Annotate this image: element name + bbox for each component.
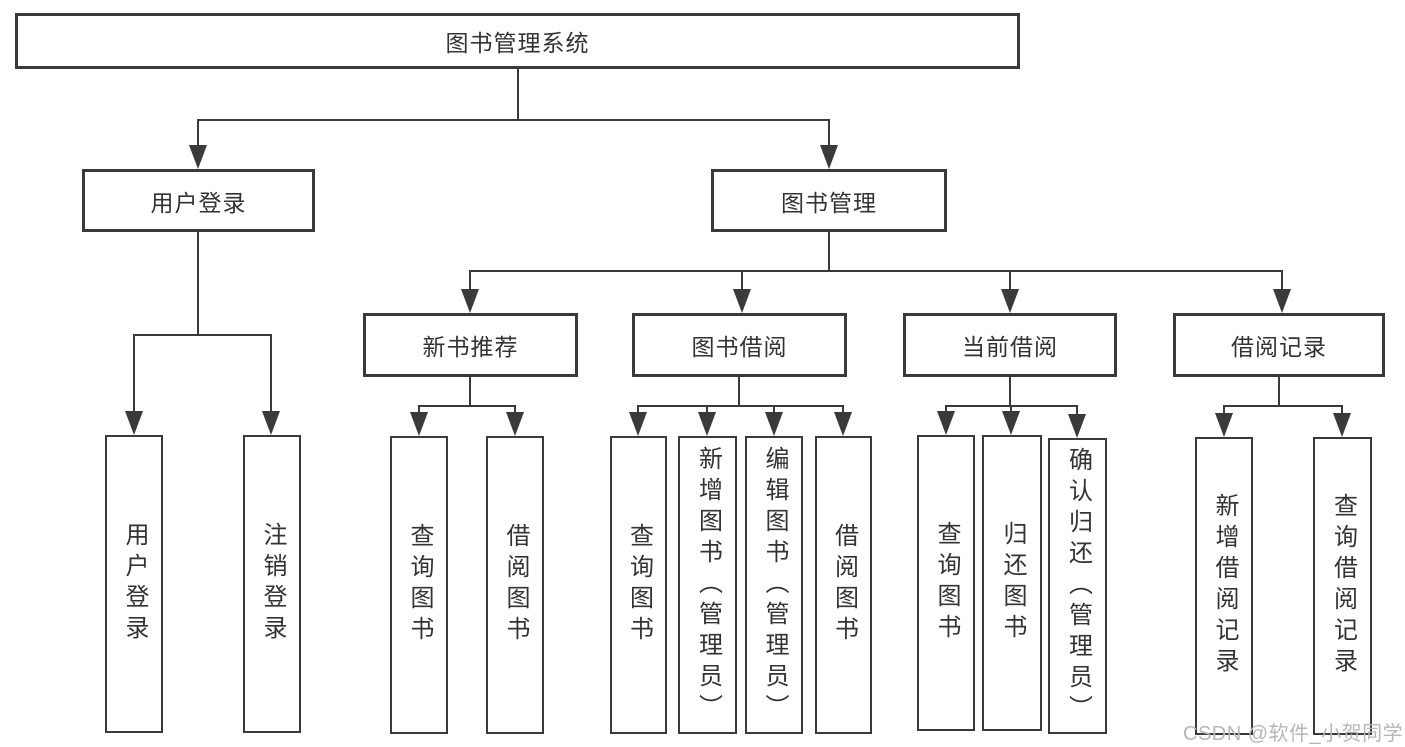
leaf-label: 查询图书 (625, 523, 653, 647)
connector-user-login-hbar (133, 334, 272, 336)
leaf-label: 查询借阅记录 (1329, 493, 1357, 679)
connector-drop-book-management (828, 119, 830, 159)
connector-root-hbar (197, 119, 830, 121)
leaf-query-books-recommend: 查询图书 (390, 436, 448, 734)
leaf-label: 用户登录 (121, 522, 148, 646)
arrow-down-icon (262, 411, 280, 435)
connector-new-book-hbar (418, 405, 516, 407)
node-label: 图书借阅 (691, 334, 788, 360)
leaf-query-books-current: 查询图书 (917, 435, 975, 731)
arrow-down-icon (1215, 413, 1233, 437)
node-label: 图书管理 (781, 189, 877, 216)
node-label: 当前借阅 (962, 334, 1058, 360)
leaf-user-login: 用户登录 (105, 435, 163, 733)
leaf-label: 借阅图书 (502, 523, 529, 647)
connector-drop-leaf-user-login (133, 334, 135, 426)
connector-record-hbar (1223, 405, 1342, 407)
leaf-label: 新增图书（管理员） (694, 445, 722, 725)
arrow-down-icon (1001, 289, 1019, 313)
arrow-down-icon (629, 412, 647, 436)
connector-drop-user-login (197, 119, 199, 159)
node-current-borrow: 当前借阅 (903, 313, 1117, 377)
connector-book-borrow-hbar (637, 405, 843, 407)
arrow-down-icon (125, 411, 143, 435)
arrow-down-icon (937, 411, 955, 435)
connector-user-login-stem (197, 232, 199, 336)
arrow-down-icon (189, 145, 207, 169)
leaf-query-borrow-record: 查询借阅记录 (1313, 437, 1372, 735)
arrow-down-icon (1068, 414, 1086, 438)
node-new-book-recommend: 新书推荐 (363, 313, 578, 377)
leaf-borrow-books-recommend: 借阅图书 (486, 436, 544, 734)
leaf-confirm-return-admin: 确认归还（管理员） (1048, 438, 1107, 734)
leaf-add-books-admin: 新增图书（管理员） (678, 436, 737, 734)
node-label: 用户登录 (150, 189, 247, 216)
csdn-watermark: CSDN @软件_小贺同学 (1183, 723, 1404, 745)
leaf-label: 新增借阅记录 (1211, 493, 1238, 679)
arrow-down-icon (410, 412, 428, 436)
connector-root-stem (517, 69, 519, 121)
leaf-label: 借阅图书 (830, 523, 858, 647)
node-book-management: 图书管理 (711, 169, 947, 232)
arrow-down-icon (698, 412, 716, 436)
leaf-edit-books-admin: 编辑图书（管理员） (745, 436, 803, 734)
arrow-down-icon (461, 289, 479, 313)
connector-drop-new-book (469, 270, 471, 304)
connector-book-borrow-stem (738, 377, 740, 407)
connector-drop-leaf-logout (270, 334, 272, 426)
leaf-label: 注销登录 (259, 522, 286, 646)
leaf-logout: 注销登录 (243, 435, 301, 733)
connector-book-mgmt-stem (828, 232, 830, 272)
arrow-down-icon (1273, 289, 1291, 313)
node-user-login: 用户登录 (82, 169, 315, 232)
node-label: 借阅记录 (1231, 334, 1327, 360)
connector-current-stem (1009, 377, 1011, 407)
leaf-add-borrow-record: 新增借阅记录 (1195, 437, 1253, 735)
arrow-down-icon (1002, 411, 1020, 435)
leaf-label: 查询图书 (933, 521, 960, 645)
leaf-borrow-books: 借阅图书 (815, 436, 872, 734)
arrow-down-icon (1333, 413, 1351, 437)
leaf-label: 查询图书 (406, 523, 433, 647)
arrow-down-icon (765, 412, 783, 436)
connector-book-mgmt-hbar (469, 270, 1283, 272)
leaf-label: 确认归还（管理员） (1064, 446, 1092, 726)
connector-new-book-stem (469, 377, 471, 407)
node-label: 图书管理系统 (445, 30, 590, 56)
connector-drop-current-borrow (1009, 270, 1011, 304)
leaf-return-books: 归还图书 (982, 435, 1042, 731)
leaf-label: 编辑图书（管理员） (761, 445, 788, 725)
arrow-down-icon (820, 145, 838, 169)
arrow-down-icon (733, 289, 751, 313)
node-label: 新书推荐 (422, 334, 519, 360)
node-borrow-record: 借阅记录 (1173, 313, 1385, 377)
leaf-query-books-borrow: 查询图书 (610, 436, 667, 734)
connector-record-stem (1278, 377, 1280, 407)
leaf-label: 归还图书 (999, 521, 1026, 645)
arrow-down-icon (506, 412, 524, 436)
connector-drop-book-borrow (741, 270, 743, 304)
node-root-library-system: 图书管理系统 (15, 13, 1020, 69)
node-book-borrow: 图书借阅 (632, 313, 847, 377)
connector-drop-borrow-record (1281, 270, 1283, 304)
arrow-down-icon (834, 412, 852, 436)
